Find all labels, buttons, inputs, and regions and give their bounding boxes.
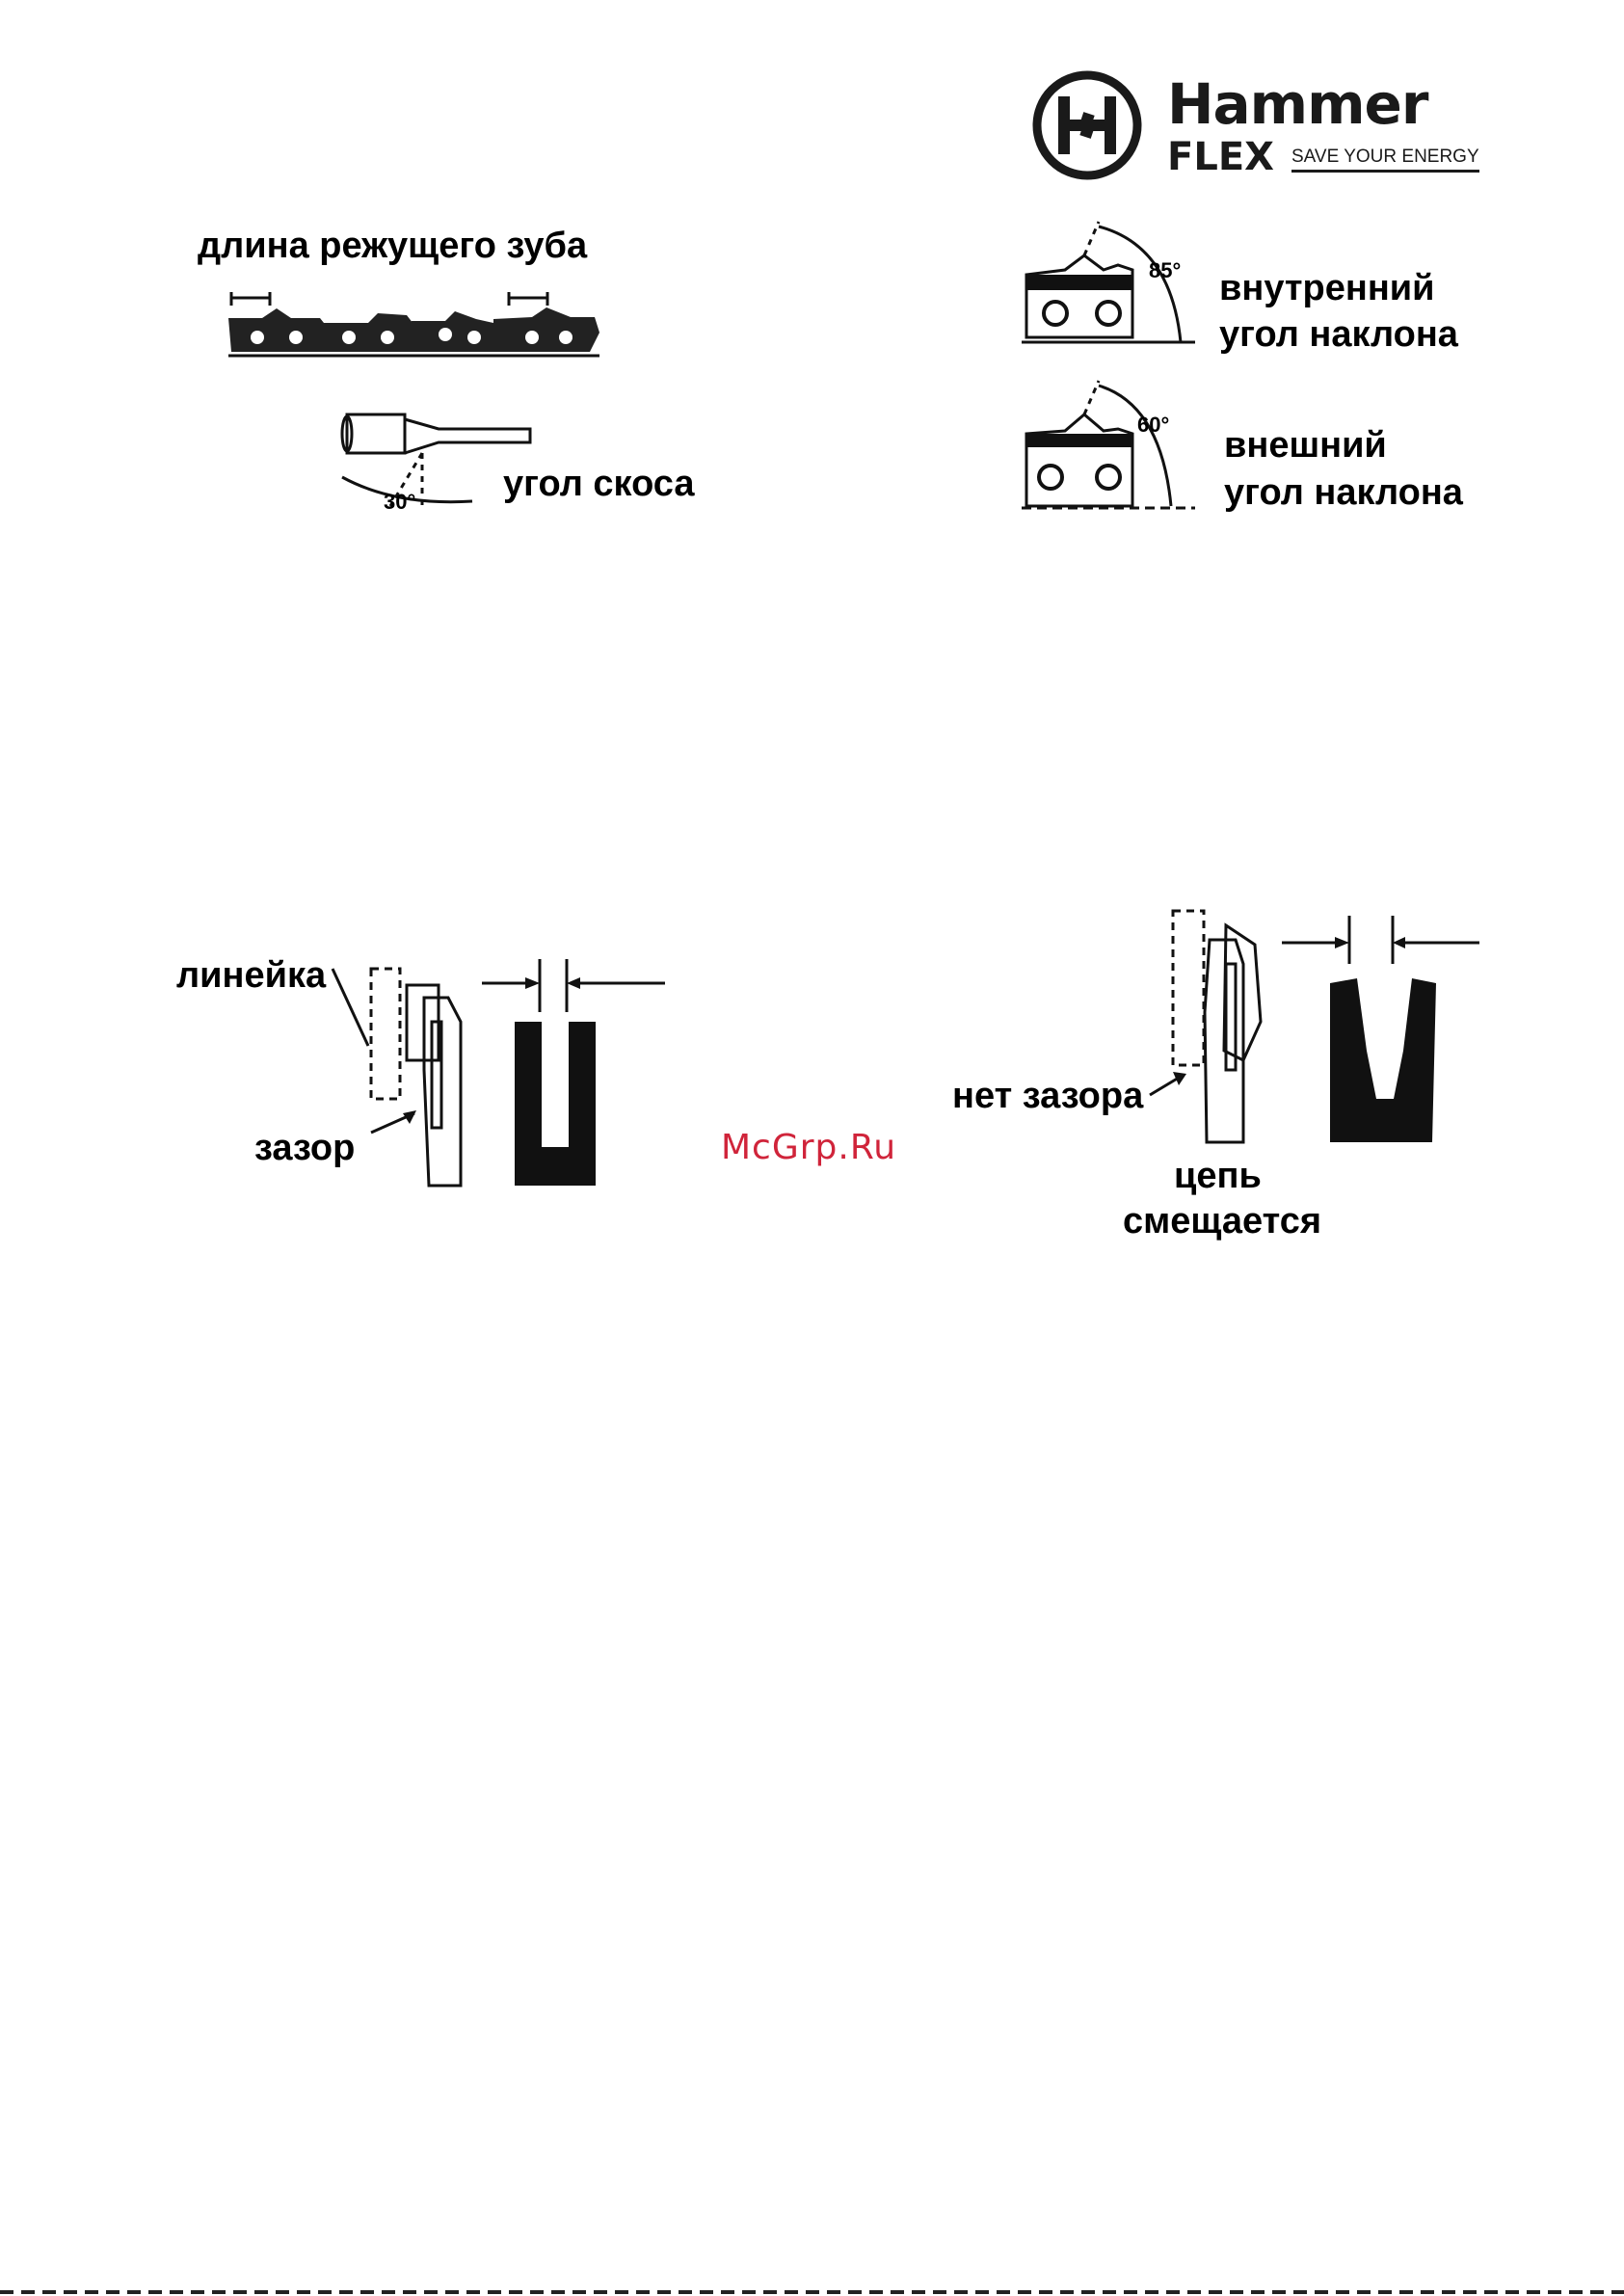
cutter-inner-angle-illustration xyxy=(1017,217,1200,352)
angle-30: 30° xyxy=(384,492,415,513)
no-gap-arrow xyxy=(1150,1068,1188,1097)
logo-sub-text: FLEX xyxy=(1167,135,1274,179)
label-no-gap: нет зазора xyxy=(952,1078,1143,1114)
label-bevel-angle: угол скоса xyxy=(503,466,695,502)
brand-logo: Hammer FLEX SAVE YOUR ENERGY xyxy=(1029,67,1482,183)
logo-brand-text: Hammer xyxy=(1167,71,1428,137)
label-chain-line2: смещается xyxy=(1123,1203,1321,1240)
ruler-gap-illustration xyxy=(328,954,655,1186)
watermark: McGrp.Ru xyxy=(721,1128,896,1167)
cutter-outer-angle-illustration xyxy=(1017,381,1200,516)
chain-illustration xyxy=(224,284,609,361)
label-ruler: линейка xyxy=(176,957,326,994)
label-tooth-length: длина режущего зуба xyxy=(198,227,587,264)
angle-85: 85° xyxy=(1149,260,1181,281)
no-gap-illustration xyxy=(1147,906,1475,1147)
label-outer-line1: внешний xyxy=(1224,427,1387,464)
hammer-logo-emblem-icon xyxy=(1029,67,1145,183)
label-chain-line1: цепь xyxy=(1174,1158,1262,1194)
angle-60: 60° xyxy=(1137,414,1169,436)
label-inner-line1: внутренний xyxy=(1219,270,1435,307)
logo-tagline: SAVE YOUR ENERGY xyxy=(1291,147,1479,173)
label-inner-line2: угол наклона xyxy=(1219,316,1458,353)
page-bottom-rule xyxy=(0,2290,1624,2294)
label-outer-line2: угол наклона xyxy=(1224,474,1463,511)
